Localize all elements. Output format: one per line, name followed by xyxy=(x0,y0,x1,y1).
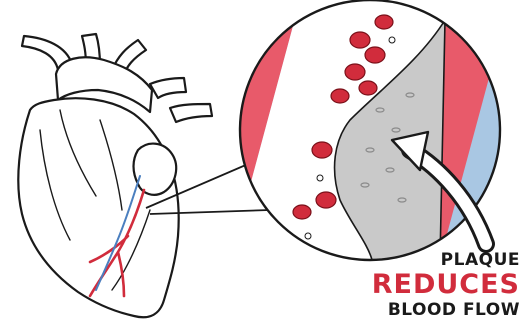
caption-line-plaque: PLAQUE xyxy=(350,250,520,270)
pulmonary-artery-right xyxy=(170,104,212,122)
heart-illustration xyxy=(18,34,212,317)
caption-line-blood-flow: BLOOD FLOW xyxy=(350,300,520,320)
pulmonary-artery xyxy=(150,78,186,98)
caption-line-reduces: REDUCES xyxy=(350,269,520,300)
magnified-artery-view xyxy=(180,0,510,260)
right-atrium xyxy=(134,144,177,195)
